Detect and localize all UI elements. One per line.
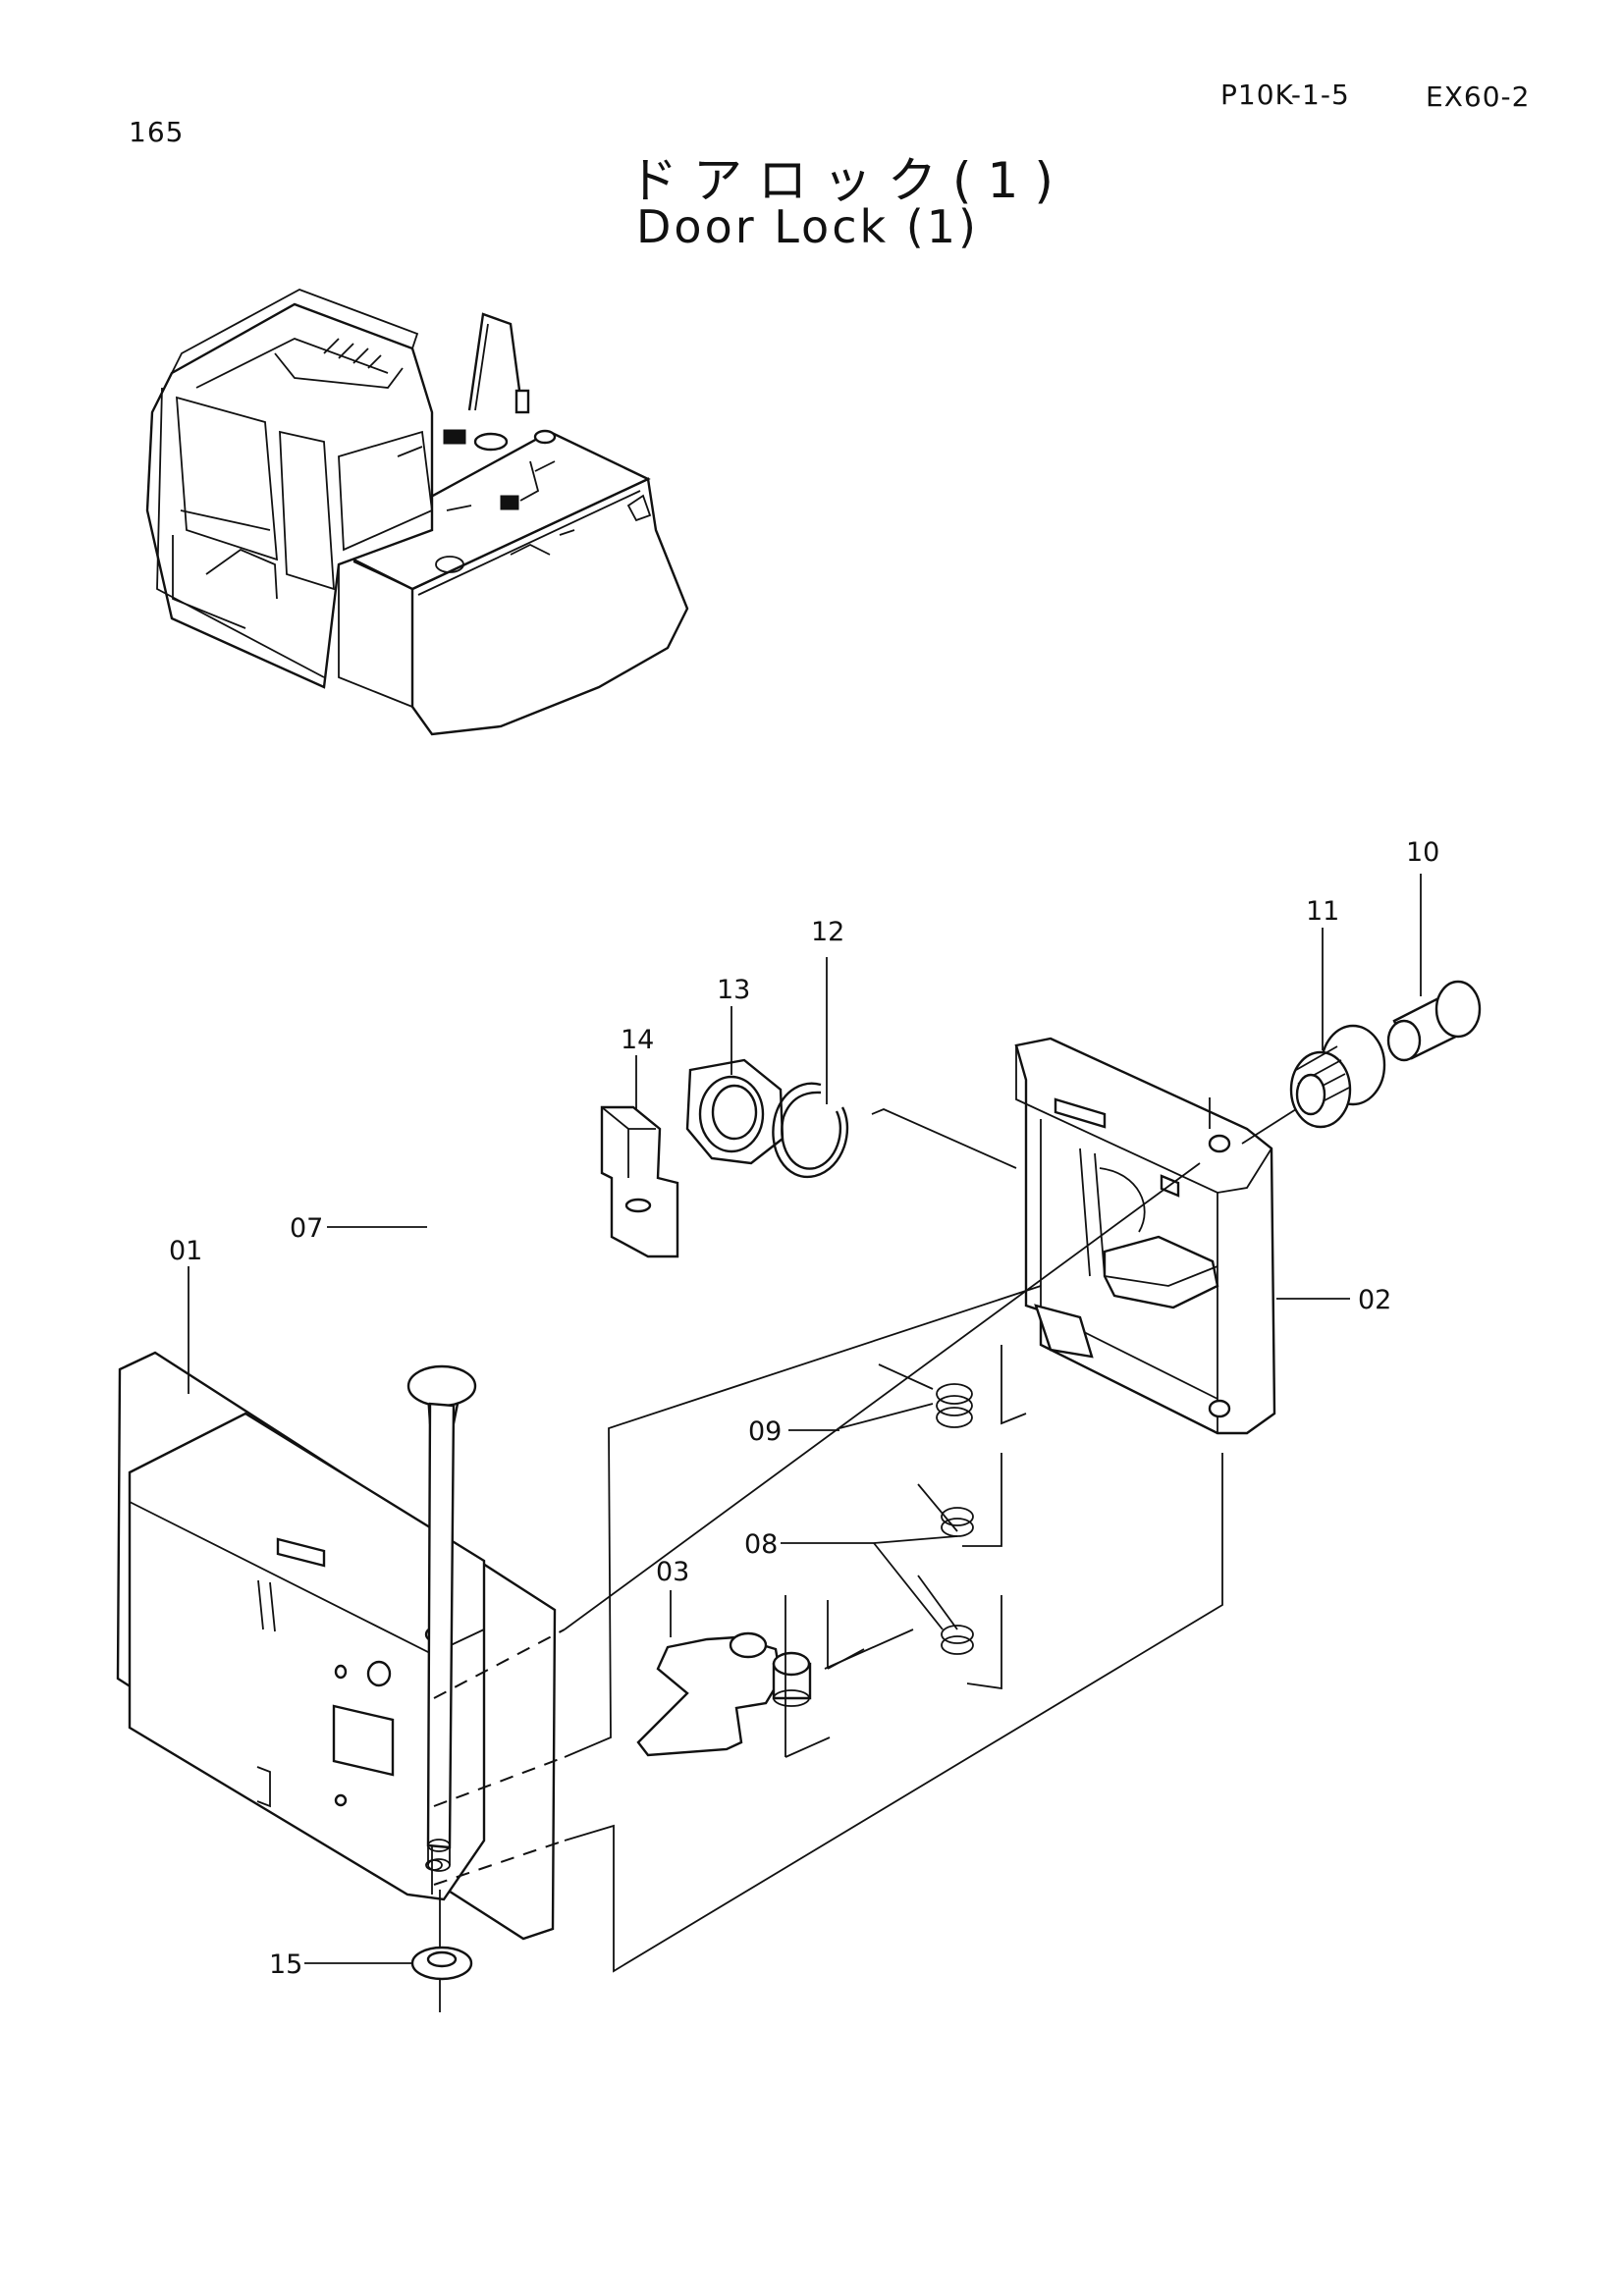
callout-11: 11 [1306, 896, 1339, 927]
callout-15: 15 [269, 1949, 302, 1980]
callout-13: 13 [717, 975, 750, 1005]
title-english: Door Lock (1) [636, 200, 979, 253]
part-11-threaded-bushing [1289, 1024, 1386, 1129]
part-08-torsion-spring [873, 1483, 974, 1655]
part-02-lock-housing [1014, 1037, 1276, 1435]
callout-14: 14 [621, 1025, 654, 1055]
callout-07: 07 [290, 1213, 323, 1244]
part-10-pin-button [1386, 980, 1482, 1062]
callout-leaders [188, 874, 1422, 1964]
figure-code: P10K-1-5 [1220, 79, 1350, 111]
callout-12: 12 [811, 917, 844, 947]
part-14-latch-plate [600, 1105, 679, 1258]
part-13-nut [685, 1058, 784, 1165]
callout-02: 02 [1358, 1285, 1391, 1315]
part-15-washer [410, 1946, 473, 1981]
page-number: 165 [129, 116, 185, 148]
model-label: EX60-2 [1426, 80, 1531, 113]
excavator-overview-illustration [145, 289, 689, 736]
part-07-pin [406, 1364, 477, 1872]
callout-08: 08 [744, 1529, 778, 1560]
part-09-torsion-spring [839, 1363, 973, 1429]
callout-03: 03 [656, 1557, 689, 1587]
callout-10: 10 [1406, 837, 1439, 868]
assembly-reference-lines [433, 1097, 1297, 1973]
part-03-latch-lever [636, 1631, 812, 1757]
title-japanese: ドアロック(1) [628, 152, 1069, 209]
callout-numbers: 01 02 03 07 08 09 10 11 12 13 14 15 [169, 837, 1439, 1980]
callout-09: 09 [748, 1416, 782, 1447]
part-12-snap-ring [772, 1082, 849, 1179]
callout-01: 01 [169, 1236, 202, 1266]
part-01-outer-handle-plate [116, 1351, 557, 1941]
